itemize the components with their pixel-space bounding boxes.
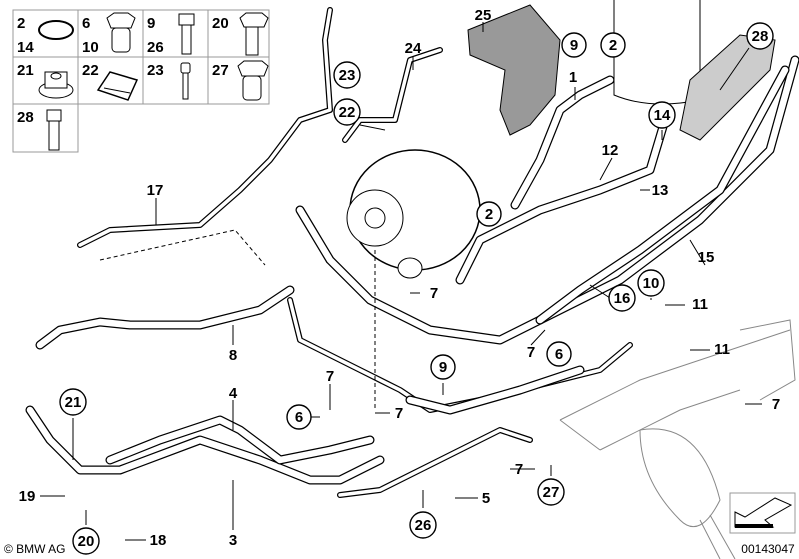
callout-17: 17: [147, 182, 164, 199]
callout-5: 5: [482, 490, 490, 507]
copyright-label: © BMW AG: [4, 542, 66, 556]
svg-text:20: 20: [212, 15, 229, 32]
svg-text:2: 2: [17, 15, 25, 32]
svg-text:6: 6: [295, 409, 303, 426]
svg-text:28: 28: [752, 28, 769, 45]
hose-clamp-icon: [38, 20, 74, 40]
svg-text:26: 26: [147, 39, 164, 56]
part-number-label: 00143047: [741, 542, 795, 556]
fastener-key-grid: 2 14 6 10 9 26 20 21 22 23 27 28: [12, 9, 270, 153]
svg-text:21: 21: [65, 394, 82, 411]
svg-text:22: 22: [339, 104, 356, 121]
svg-text:9: 9: [570, 37, 578, 54]
callout-19: 19: [19, 488, 36, 505]
callout-10: 10: [637, 269, 665, 297]
svg-text:23: 23: [147, 62, 164, 79]
callout-7: 7: [515, 461, 523, 478]
callout-20: 20: [72, 527, 100, 555]
torx-bolt-icon: [46, 109, 62, 151]
callout-13: 13: [652, 182, 669, 199]
svg-text:27: 27: [212, 62, 229, 79]
flange-bolt-icon: [178, 13, 195, 55]
callout-28: 28: [746, 22, 774, 50]
svg-text:16: 16: [614, 290, 631, 307]
svg-text:23: 23: [339, 67, 356, 84]
svg-text:22: 22: [82, 62, 99, 79]
callout-14: 14: [648, 101, 676, 129]
callout-12: 12: [602, 142, 619, 159]
svg-text:14: 14: [17, 39, 34, 56]
callout-23: 23: [333, 61, 361, 89]
callout-25: 25: [475, 7, 492, 24]
callout-11: 11: [714, 341, 730, 358]
svg-text:9: 9: [147, 15, 155, 32]
svg-text:14: 14: [654, 107, 671, 124]
callout-8: 8: [229, 347, 237, 364]
svg-text:27: 27: [543, 484, 560, 501]
banjo-bolt-icon: [237, 60, 269, 101]
callout-22: 22: [333, 98, 361, 126]
direction-arrow-icon: [729, 492, 796, 534]
callout-21: 21: [59, 388, 87, 416]
callout-7: 7: [430, 285, 438, 302]
svg-text:6: 6: [555, 346, 563, 363]
flange-nut-icon: [38, 71, 74, 99]
callout-6: 6: [286, 404, 312, 430]
plain-callouts: 25 24 1 12 13 17 15 11 11 7 7 8 7 7 7 4 …: [19, 7, 781, 549]
callout-6: 6: [546, 341, 572, 367]
callout-9: 9: [430, 354, 456, 380]
callout-7: 7: [527, 344, 535, 361]
steering-rack: [559, 319, 796, 559]
svg-text:10: 10: [82, 39, 99, 56]
svg-text:2: 2: [485, 206, 493, 223]
svg-text:26: 26: [415, 517, 432, 534]
callout-7: 7: [772, 396, 780, 413]
svg-text:6: 6: [82, 15, 90, 32]
steering-pump: [346, 149, 481, 279]
callout-2: 2: [476, 201, 502, 227]
clip-nut-icon: [96, 71, 139, 101]
callout-7: 7: [395, 405, 403, 422]
callout-9: 9: [561, 32, 587, 58]
callout-16: 16: [608, 284, 636, 312]
svg-text:2: 2: [609, 37, 617, 54]
svg-text:28: 28: [17, 109, 34, 126]
svg-text:10: 10: [643, 275, 660, 292]
hex-bolt-icon: [239, 12, 269, 56]
callout-11: 11: [692, 296, 708, 313]
reservoir: [613, 0, 776, 141]
svg-text:9: 9: [439, 359, 447, 376]
heat-shield: [467, 4, 561, 136]
callout-26: 26: [409, 511, 437, 539]
callout-27: 27: [537, 478, 565, 506]
socket-screw-icon: [180, 62, 191, 100]
circled-callouts: 9 2 28 14 23 22 2 10 16 6 9 21 6 27 26 2…: [59, 22, 774, 555]
svg-text:20: 20: [78, 533, 95, 550]
callout-7: 7: [326, 368, 334, 385]
callout-15: 15: [698, 249, 715, 266]
callout-2: 2: [600, 32, 626, 58]
svg-text:21: 21: [17, 62, 34, 79]
callout-3: 3: [229, 532, 237, 549]
callout-24: 24: [405, 40, 422, 57]
hose-lines: [25, 7, 799, 498]
callout-18: 18: [150, 532, 167, 549]
leader-lines: [40, 22, 762, 541]
callout-4: 4: [229, 385, 238, 402]
banjo-bolt-icon: [106, 12, 136, 53]
callout-1: 1: [569, 69, 577, 86]
